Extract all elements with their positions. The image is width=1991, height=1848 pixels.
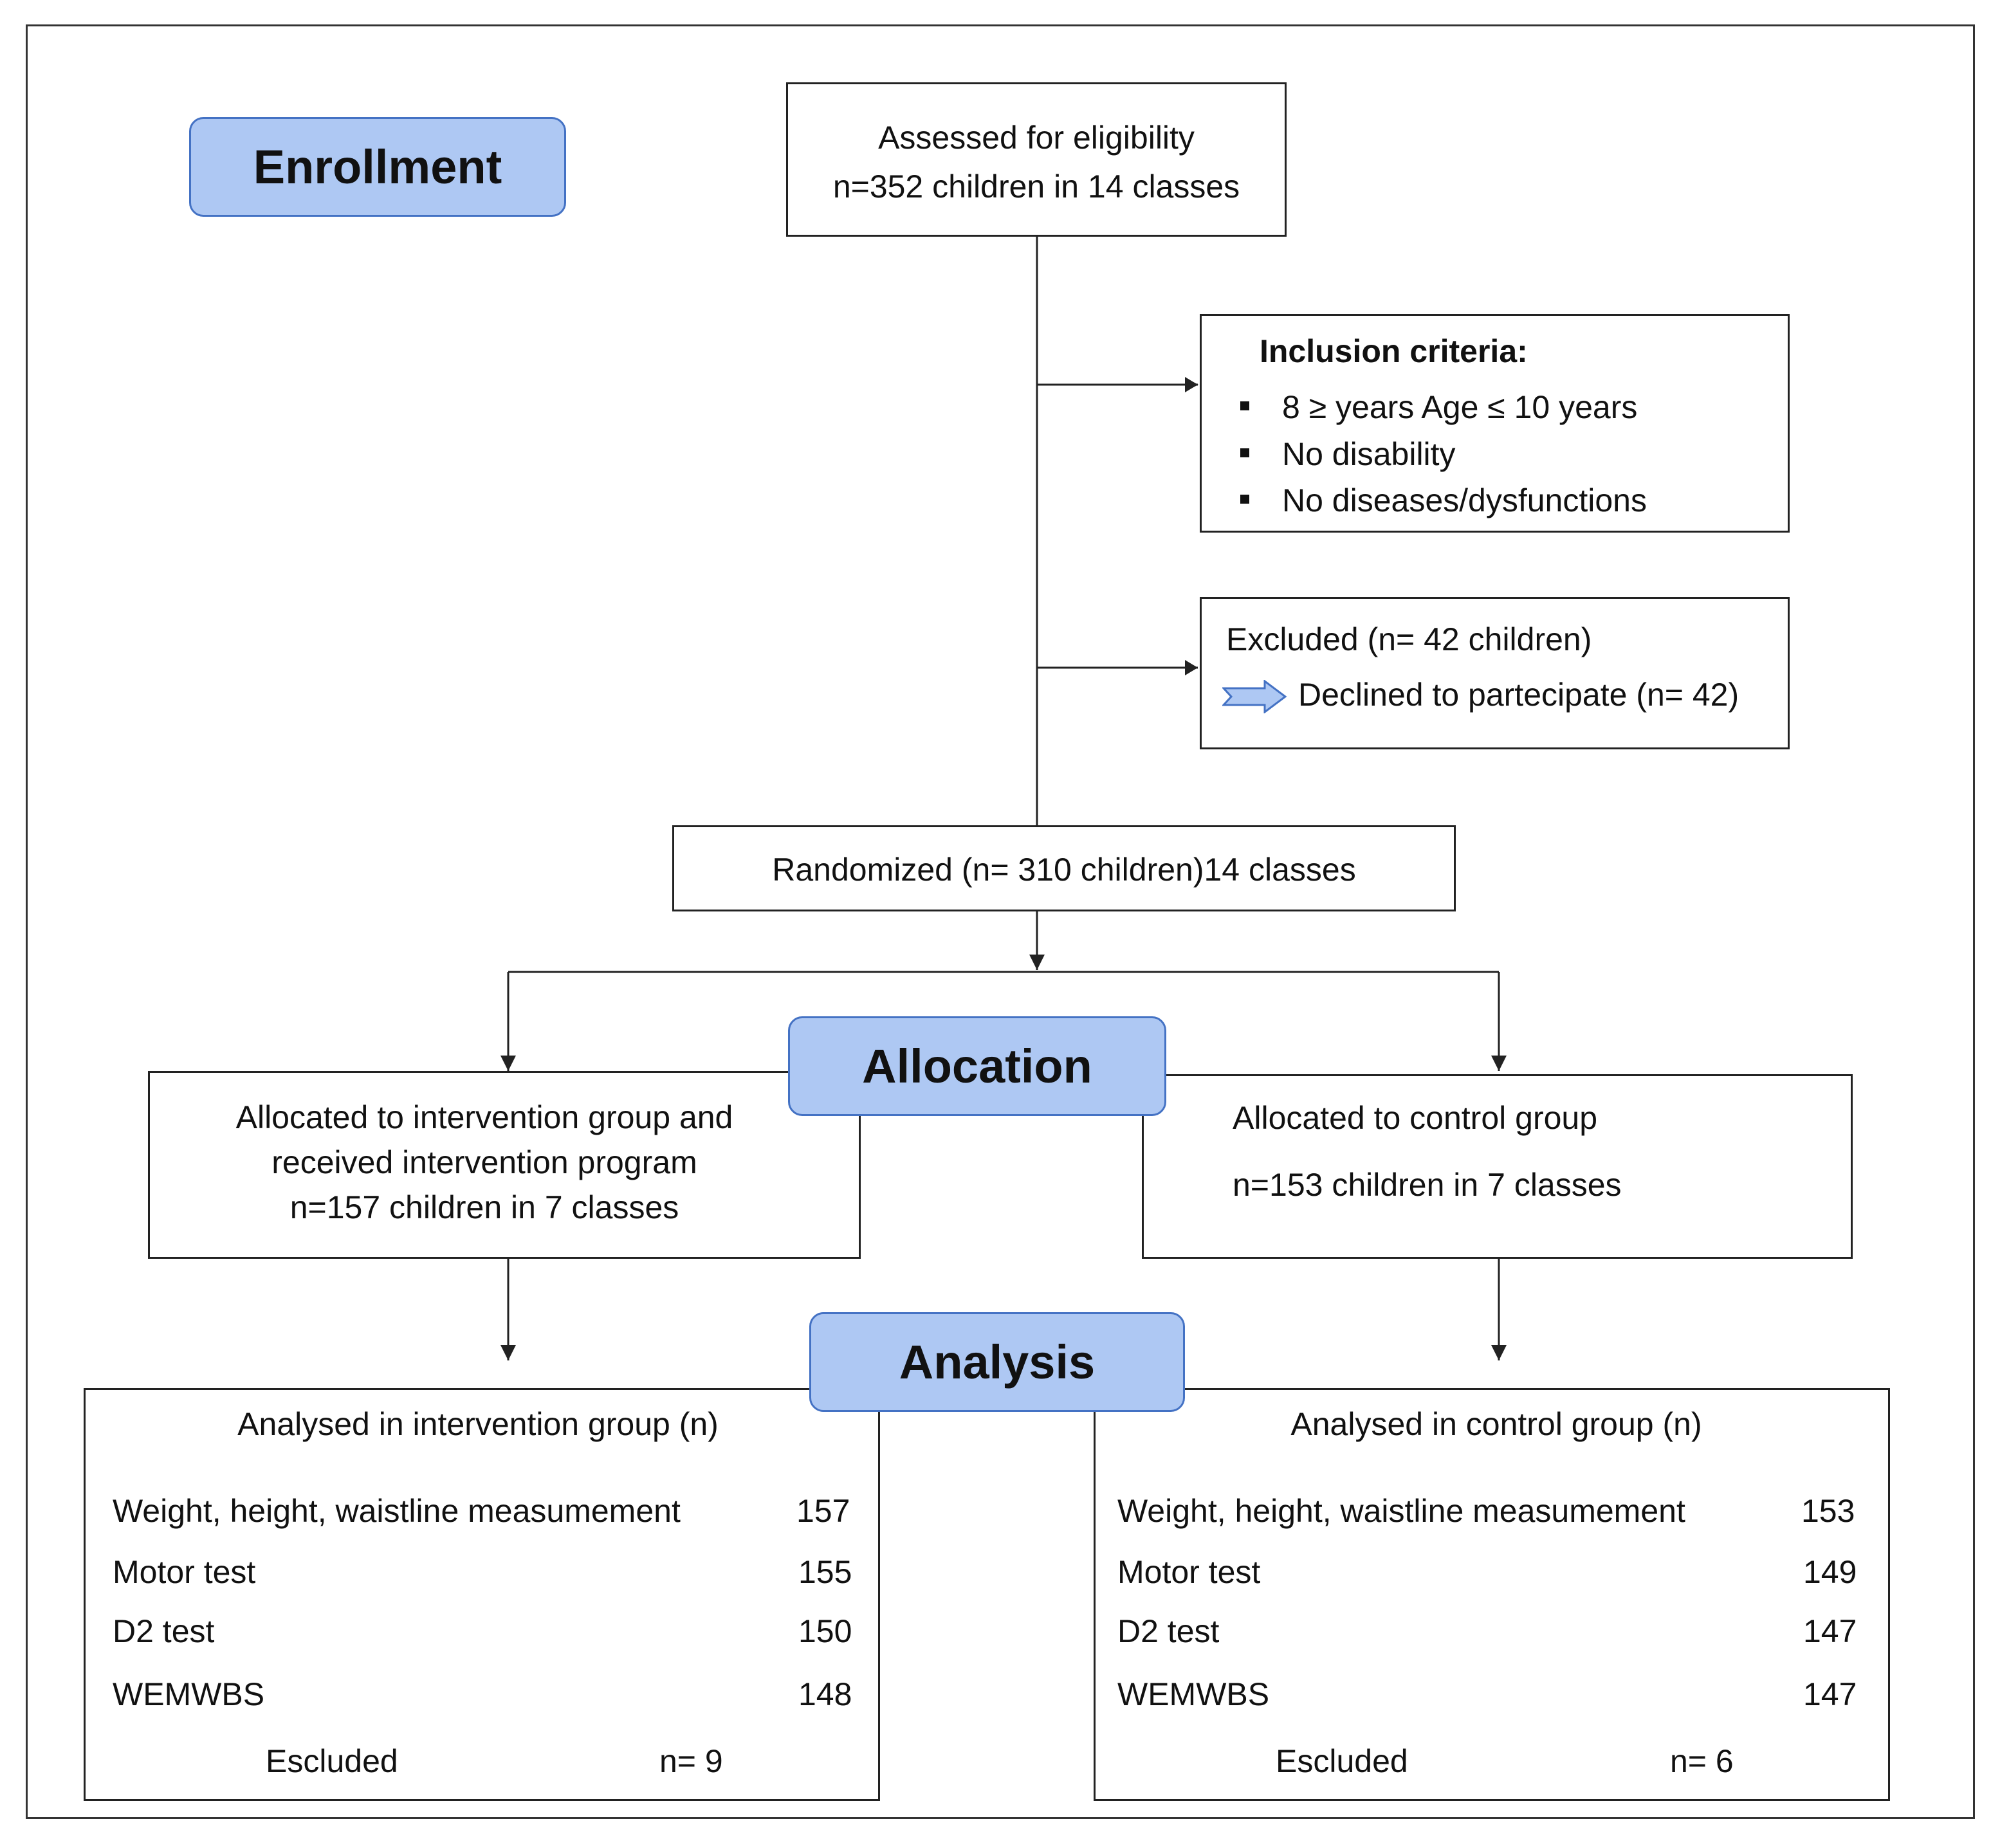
enrollment-label: Enrollment (189, 117, 566, 217)
bullet-icon (1240, 495, 1249, 504)
row-label: D2 test (1117, 1613, 1220, 1649)
analysis-label: Analysis (809, 1312, 1185, 1412)
row-label: D2 test (113, 1613, 215, 1649)
intervention-line-1: Allocated to intervention group and (235, 1099, 733, 1135)
row-label: Weight, height, waistline measumement (113, 1493, 681, 1529)
excluded-label: Escluded (266, 1743, 398, 1779)
inclusion-item-3: No diseases/dysfunctions (1282, 482, 1647, 518)
analysis-intervention-title: Analysed in intervention group (n) (237, 1406, 719, 1442)
bullet-icon (1240, 448, 1249, 457)
control-line-2: n=153 children in 7 classes (1233, 1167, 1622, 1203)
inclusion-item-2: No disability (1282, 436, 1456, 472)
inclusion-criteria-box: Inclusion criteria: 8 ≥ years Age ≤ 10 y… (1200, 314, 1790, 533)
intervention-allocation-box: Allocated to intervention group and rece… (148, 1071, 861, 1259)
excluded-line-2: Declined to partecipate (n= 42) (1298, 677, 1739, 713)
assessed-line-1: Assessed for eligibility (878, 120, 1195, 156)
row-label: WEMWBS (1117, 1676, 1270, 1712)
assessed-line-2: n=352 children in 14 classes (832, 169, 1240, 205)
analysis-control-box: Analysed in control group (n) Weight, he… (1094, 1388, 1890, 1801)
control-line-1: Allocated to control group (1233, 1100, 1598, 1136)
assessed-box: Assessed for eligibility n=352 children … (786, 82, 1287, 237)
randomized-text: Randomized (n= 310 children)14 classes (772, 852, 1356, 888)
row-value: 149 (1803, 1554, 1857, 1590)
excluded-value: n= 6 (1670, 1743, 1734, 1779)
excluded-box: Excluded (n= 42 children) Declined to pa… (1200, 597, 1790, 749)
enrollment-label-text: Enrollment (253, 140, 502, 194)
row-value: 148 (798, 1676, 852, 1712)
inclusion-title: Inclusion criteria: (1260, 333, 1528, 369)
row-label: WEMWBS (113, 1676, 265, 1712)
excluded-value: n= 9 (659, 1743, 723, 1779)
row-value: 153 (1801, 1493, 1855, 1529)
intervention-line-2: received intervention program (271, 1144, 697, 1180)
row-label: Weight, height, waistline measumement (1117, 1493, 1685, 1529)
diagram-frame (26, 24, 1975, 1819)
row-value: 157 (796, 1493, 850, 1529)
row-value: 155 (798, 1554, 852, 1590)
allocation-label-text: Allocation (862, 1039, 1092, 1093)
inclusion-item-1: 8 ≥ years Age ≤ 10 years (1282, 389, 1638, 425)
allocation-label: Allocation (788, 1016, 1166, 1116)
row-value: 147 (1803, 1613, 1857, 1649)
intervention-line-3: n=157 children in 7 classes (289, 1189, 679, 1225)
analysis-control-title: Analysed in control group (n) (1290, 1406, 1702, 1442)
control-allocation-box: Allocated to control group n=153 childre… (1142, 1074, 1853, 1259)
row-value: 147 (1803, 1676, 1857, 1712)
excluded-label: Escluded (1276, 1743, 1408, 1779)
block-arrow-icon (1222, 680, 1287, 713)
row-value: 150 (798, 1613, 852, 1649)
excluded-line-1: Excluded (n= 42 children) (1226, 621, 1592, 657)
row-label: Motor test (113, 1554, 256, 1590)
row-label: Motor test (1117, 1554, 1261, 1590)
analysis-label-text: Analysis (899, 1335, 1096, 1389)
analysis-intervention-box: Analysed in intervention group (n) Weigh… (84, 1388, 880, 1801)
randomized-box: Randomized (n= 310 children)14 classes (672, 825, 1456, 911)
bullet-icon (1240, 401, 1249, 410)
